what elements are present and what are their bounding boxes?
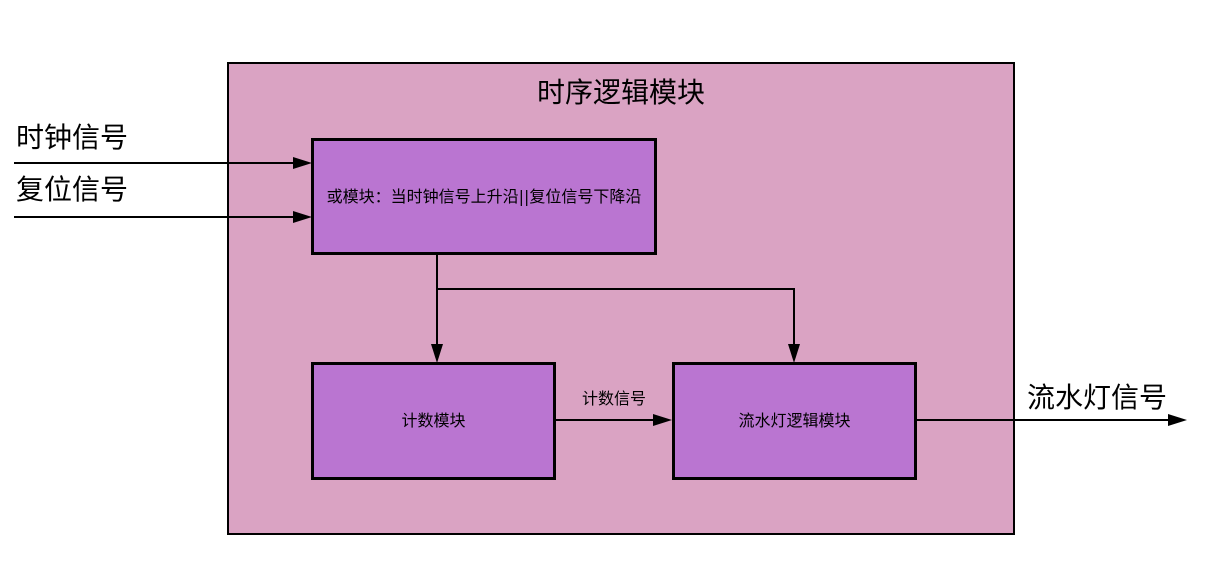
led-output-label: 流水灯信号	[1027, 381, 1168, 414]
counter-module-label: 计数模块	[401, 411, 466, 431]
count-signal-arrow-line	[556, 419, 653, 421]
or-to-led-arrowhead-icon	[788, 344, 800, 363]
diagram-title: 时序逻辑模块	[536, 76, 705, 109]
reset-signal-arrow-line	[14, 216, 293, 218]
counter-module-block: 计数模块	[311, 362, 556, 480]
led-logic-module-label: 流水灯逻辑模块	[738, 411, 851, 431]
or-to-led-branch-vertical-line	[793, 288, 795, 344]
led-output-arrowhead-icon	[1168, 414, 1187, 426]
count-signal-label: 计数信号	[581, 389, 646, 408]
or-module-label: 或模块：当时钟信号上升沿||复位信号下降沿	[326, 186, 642, 206]
or-to-counter-arrow-line	[436, 255, 438, 344]
clock-arrowhead-icon	[293, 157, 312, 169]
led-output-arrow-line	[917, 419, 1168, 421]
reset-signal-label: 复位信号	[16, 173, 129, 206]
clock-signal-label: 时钟信号	[16, 121, 129, 154]
or-module-block: 或模块：当时钟信号上升沿||复位信号下降沿	[311, 138, 657, 255]
or-to-led-branch-horizontal-line	[436, 288, 795, 290]
clock-signal-arrow-line	[14, 162, 293, 164]
reset-arrowhead-icon	[293, 211, 312, 223]
led-logic-module-block: 流水灯逻辑模块	[672, 362, 917, 480]
count-signal-arrowhead-icon	[653, 414, 672, 426]
or-to-counter-arrowhead-icon	[431, 344, 443, 363]
